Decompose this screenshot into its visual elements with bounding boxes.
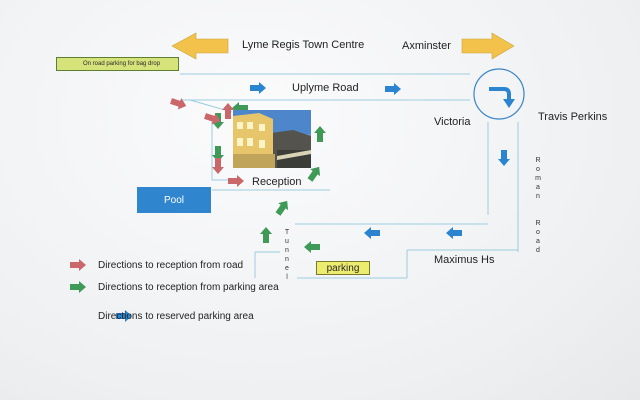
victoria-label: Victoria [434,116,471,128]
reception-label: Reception [252,176,302,188]
travis-perkins-label: Travis Perkins [538,111,608,123]
blue-arrow [446,227,462,239]
lyme-regis-label: Lyme Regis Town Centre [242,39,365,51]
bag-drop-parking-label: On road parking for bag drop [56,57,179,71]
blue-arrow [385,83,401,95]
blue-arrow [498,150,510,166]
parking-area-box: parking [316,261,370,275]
maximus-label: Maximus Hs [434,254,495,266]
red-arrow [212,158,224,174]
legend-item-road: Directions to reception from road [98,260,244,271]
arrow-to-axminster [461,32,515,60]
green-arrow [70,281,86,293]
red-arrow [70,259,86,271]
pool-box: Pool [137,187,211,213]
red-arrow [228,175,244,187]
axminster-label: Axminster [402,40,451,52]
road-lines [180,73,519,279]
uplyme-road-label: Uplyme Road [292,82,359,94]
blue-arrow [364,227,380,239]
green-arrow [260,227,272,243]
green-arrow [314,126,326,142]
green-arrow [273,197,293,218]
legend-item-parking-area: Directions to reception from parking are… [98,282,279,293]
hotel-photo [233,110,311,168]
roundabout [473,68,525,120]
blue-arrow [250,82,266,94]
legend-item-reserved-parking: Directions to reserved parking area [98,311,254,322]
arrow-to-lyme-regis [171,32,229,60]
green-arrow [304,241,320,253]
red-arrow [169,95,189,112]
roundabout-turn-icon [489,87,511,100]
